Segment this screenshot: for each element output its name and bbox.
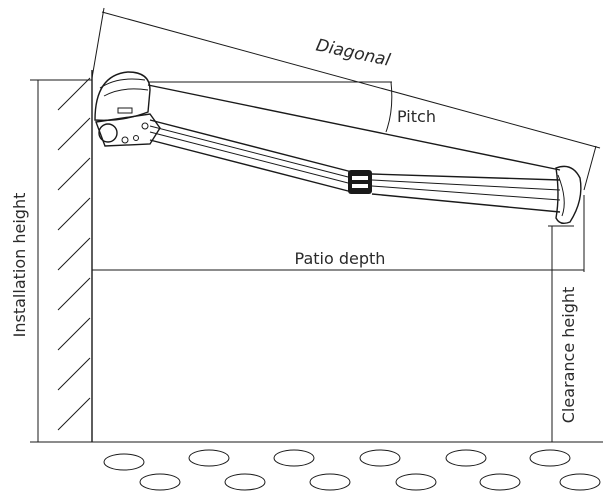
awning-cassette (94, 71, 161, 147)
folding-arm-outer (371, 173, 561, 213)
diagonal-dimension (91, 7, 601, 191)
patio-depth-label: Patio depth (295, 249, 386, 268)
wall (57, 70, 93, 442)
clearance-height-label: Clearance height (559, 287, 578, 424)
paving-stones (103, 449, 601, 491)
pitch-label: Pitch (397, 107, 436, 126)
folding-arm-inner (149, 119, 353, 193)
pitch-indicator (148, 81, 393, 133)
diagonal-label: Diagonal (314, 35, 392, 70)
awning-front-profile (555, 165, 582, 225)
arm-elbow-joint (348, 170, 372, 194)
awning-fabric-line (147, 84, 561, 171)
installation-height-label: Installation height (10, 193, 29, 338)
patio-depth-dimension (92, 195, 585, 272)
clearance-height-dimension (548, 225, 574, 442)
